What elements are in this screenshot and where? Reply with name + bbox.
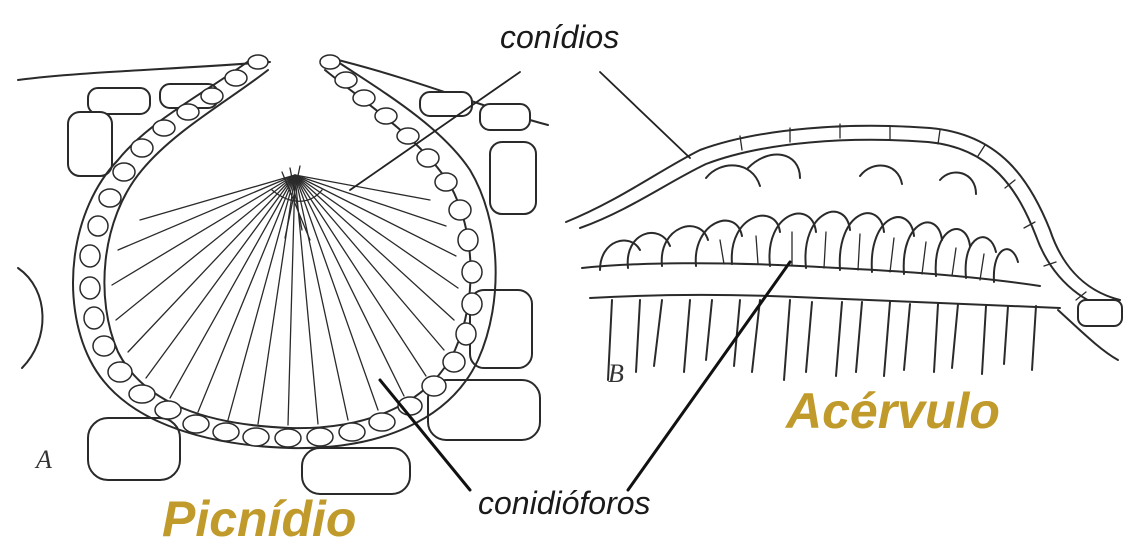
conidios-pointer-right xyxy=(600,72,690,158)
label-acervulo: Acérvulo xyxy=(784,383,1000,439)
label-picnidio: Picnídio xyxy=(162,491,356,544)
host-cell xyxy=(420,92,472,116)
picnidio-drawing xyxy=(18,55,548,494)
acervulo-base-line xyxy=(582,263,1040,286)
picnidio-conidiophores xyxy=(112,166,458,425)
cuticle-segments xyxy=(740,124,1086,300)
host-cell xyxy=(68,112,112,176)
host-cell-edge xyxy=(18,268,43,368)
acervulo-host-cells xyxy=(608,300,1122,380)
label-panel-b: B xyxy=(608,359,624,388)
acervulo-cuticle-inner xyxy=(580,140,1100,306)
acervulo-cuticle-outer xyxy=(566,126,1120,300)
acervulo-conidia xyxy=(600,155,1018,282)
label-panel-a: A xyxy=(34,445,52,474)
host-cell xyxy=(302,448,410,494)
host-cell xyxy=(88,418,180,480)
acervulo-drawing xyxy=(566,124,1122,380)
host-cell xyxy=(88,88,150,114)
label-conidioforos: conidióforos xyxy=(478,485,651,521)
label-conidios: conídios xyxy=(500,19,619,55)
host-cell xyxy=(480,104,530,130)
host-cell xyxy=(490,142,536,214)
